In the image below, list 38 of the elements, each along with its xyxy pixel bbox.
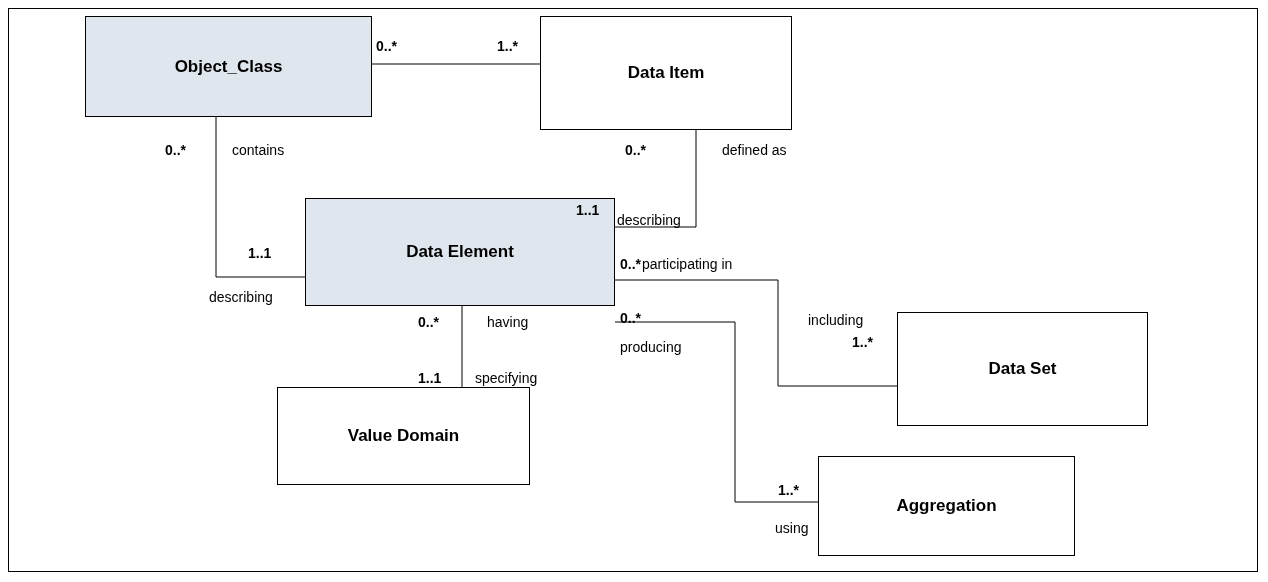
role-label: including [808, 312, 864, 328]
multiplicity-label: 1..1 [576, 202, 600, 218]
class-box [277, 387, 530, 485]
class-box [85, 16, 372, 117]
multiplicity-label: 0..* [620, 256, 641, 272]
association-line [614, 321, 819, 503]
multiplicity-label: 0..* [620, 310, 641, 326]
multiplicity-label: 0..* [625, 142, 646, 158]
class-box [305, 198, 615, 306]
class-name: Data Element [406, 242, 514, 262]
multiplicity-label: 1..* [852, 334, 873, 350]
multiplicity-label: 0..* [418, 314, 439, 330]
role-label: describing [209, 289, 273, 305]
role-label: defined as [722, 142, 787, 158]
class-name: Value Domain [347, 426, 460, 446]
multiplicity-label: 1..* [778, 482, 799, 498]
class-box [818, 456, 1075, 556]
role-label: specifying [475, 370, 538, 386]
association-line [461, 305, 463, 388]
association-line [614, 279, 898, 387]
multiplicity-label: 0..* [376, 38, 397, 54]
role-label: describing [617, 212, 681, 228]
multiplicity-label: 0..* [165, 142, 186, 158]
association-line [371, 63, 541, 65]
multiplicity-label: 1..1 [418, 370, 442, 386]
class-name: Data Set [988, 359, 1057, 379]
role-label: contains [232, 142, 285, 158]
class-name: Object_Class [174, 56, 283, 77]
class-name: Aggregation [896, 496, 997, 516]
association-line [614, 129, 697, 228]
association-line [215, 116, 306, 278]
multiplicity-label: 1..1 [248, 245, 272, 261]
class-name: Data Item [627, 63, 705, 83]
role-label: producing [620, 339, 682, 355]
class-box [897, 312, 1148, 426]
role-label: participating in [642, 256, 733, 272]
multiplicity-label: 1..* [497, 38, 518, 54]
class-box [540, 16, 792, 130]
